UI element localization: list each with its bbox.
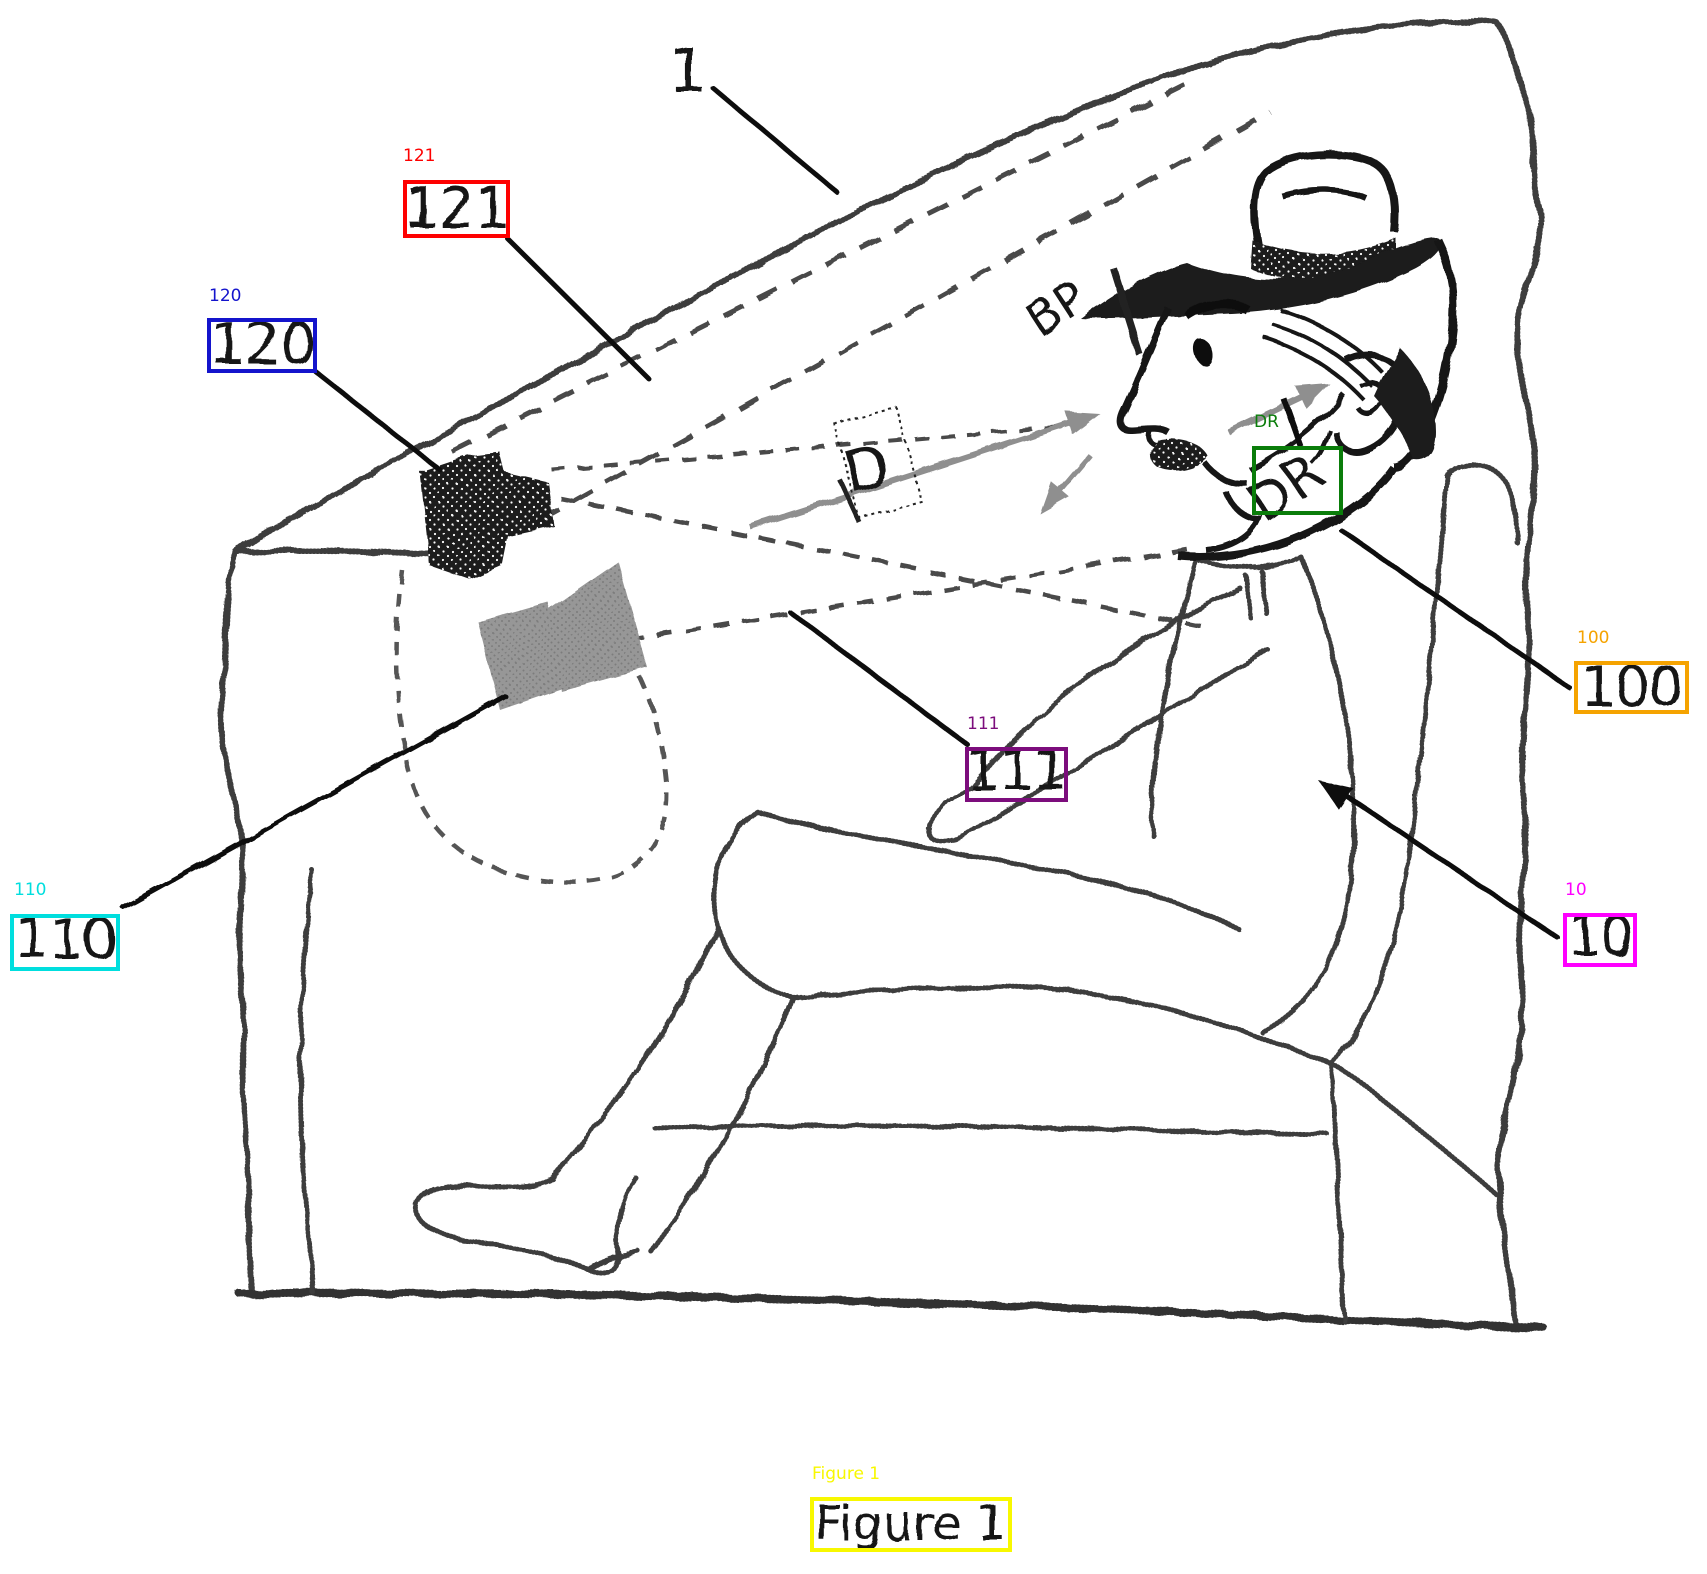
leader-100	[1338, 527, 1573, 691]
leader-ref1	[710, 85, 841, 196]
box-dr[interactable]	[1252, 446, 1343, 515]
leader-111	[787, 609, 971, 748]
reverse-sight-arrowhead	[1040, 481, 1070, 514]
heel-line	[585, 1247, 643, 1273]
far-leg-line	[297, 867, 317, 1297]
cabin-right-border	[1493, 19, 1544, 1329]
windshield-ref-text: 1	[668, 34, 707, 107]
dr-direction-arrowhead	[1295, 384, 1330, 409]
numeral-100: 100	[1581, 655, 1682, 720]
sketch-layer: 1 BP D DR 121 120 100 111 110 10 Figure …	[15, 18, 1684, 1552]
beam-device-to-eye-dashed	[551, 424, 1069, 472]
leader-121	[506, 237, 651, 381]
box-120[interactable]	[207, 318, 317, 373]
box-110[interactable]	[10, 914, 120, 971]
foot-outline	[413, 1175, 639, 1276]
arm-lower-line	[959, 647, 1271, 839]
tag-110: 110	[14, 880, 47, 900]
projector-device-120	[420, 452, 554, 580]
camera-horn	[540, 562, 648, 692]
cabin-left-border	[217, 549, 255, 1299]
numeral-121: 121	[404, 174, 509, 242]
knee-outline	[711, 809, 797, 1001]
leader-120	[313, 369, 443, 473]
thigh-under-line	[791, 984, 1330, 1065]
d-label-dotted-box	[833, 406, 923, 520]
hat-crown	[1250, 150, 1399, 247]
driver-back-line	[1259, 553, 1357, 1035]
tag-120: 120	[209, 286, 242, 306]
d-label-leader	[837, 478, 863, 525]
mustache	[1150, 438, 1208, 471]
shin-front-line	[549, 925, 721, 1181]
dr-direction-line	[1226, 389, 1314, 435]
direction-arrows	[749, 384, 1330, 530]
caption-text: Figure 1	[815, 1496, 1007, 1552]
dashboard-pod-outline	[394, 569, 669, 885]
cushion-bottom-edge	[652, 1123, 1330, 1137]
windshield-line	[233, 18, 1499, 555]
box-100[interactable]	[1574, 661, 1689, 714]
collar-mark-1	[1243, 573, 1254, 621]
bp-leader-line	[1109, 266, 1144, 357]
driver-shoulder-line	[1193, 553, 1303, 571]
driver-head	[1080, 150, 1458, 561]
hat-crown-crease	[1281, 187, 1368, 201]
hair-comb-lines	[1263, 308, 1384, 466]
seat	[652, 461, 1520, 1325]
tag-figure-caption: Figure 1	[812, 1464, 881, 1484]
hair-line-1	[1279, 308, 1384, 374]
leader-10-shaft	[1327, 782, 1561, 941]
hand-outline	[926, 785, 975, 844]
collar-mark-2	[1259, 569, 1270, 617]
gaze-arrowhead	[1065, 411, 1100, 435]
leader-10-arrowhead	[1318, 780, 1354, 810]
tag-100: 100	[1577, 628, 1610, 648]
tag-10: 10	[1565, 880, 1587, 900]
seatback-top-edge	[1444, 461, 1520, 547]
camera-ray-lower-dashed	[627, 545, 1201, 643]
dashboard-top-line	[235, 547, 435, 557]
hair-line-3	[1263, 336, 1366, 402]
leader-110	[121, 693, 508, 911]
lap-top-line	[754, 809, 1243, 933]
gaze-line-d	[749, 419, 1076, 530]
reference-numerals: 121 120 100 111 110 10 Figure 1	[15, 174, 1684, 1552]
bp-line-text: BP	[1017, 270, 1096, 348]
jaw-outline	[1177, 465, 1398, 561]
box-10[interactable]	[1563, 913, 1637, 967]
driver-chest-line	[1149, 557, 1199, 841]
mouth-smile	[1201, 460, 1249, 488]
tag-dr: DR	[1254, 412, 1279, 432]
hair-line-2	[1271, 322, 1374, 388]
cushion-right-slope	[1377, 1095, 1501, 1199]
seatback-front-edge	[1329, 473, 1450, 1067]
tag-121: 121	[403, 146, 436, 166]
box-figure-caption[interactable]	[810, 1497, 1012, 1552]
chin-line	[1205, 490, 1263, 553]
eye	[1193, 338, 1213, 366]
box-111[interactable]	[965, 747, 1068, 802]
hat-brim	[1080, 238, 1442, 319]
head-back-outline	[1393, 238, 1458, 472]
eyebrow	[1183, 299, 1251, 320]
camera-device-110	[478, 562, 648, 710]
arm-upper-line	[969, 585, 1243, 791]
seat-front-leg	[1329, 1061, 1347, 1325]
box-121[interactable]	[403, 180, 510, 238]
tag-111: 111	[967, 714, 1000, 734]
beam-121-dashdot	[450, 82, 1187, 455]
cheek-line	[1248, 392, 1346, 473]
nose-bridge	[1117, 306, 1172, 436]
dr-cheek-leader	[1281, 397, 1304, 449]
beam-upper-dashdot	[538, 109, 1272, 523]
camera-ray-upper-dashed	[559, 495, 1206, 630]
hair-dark-patch	[1374, 348, 1436, 461]
leader-lines	[121, 85, 1573, 941]
floor-line	[236, 1289, 1549, 1332]
